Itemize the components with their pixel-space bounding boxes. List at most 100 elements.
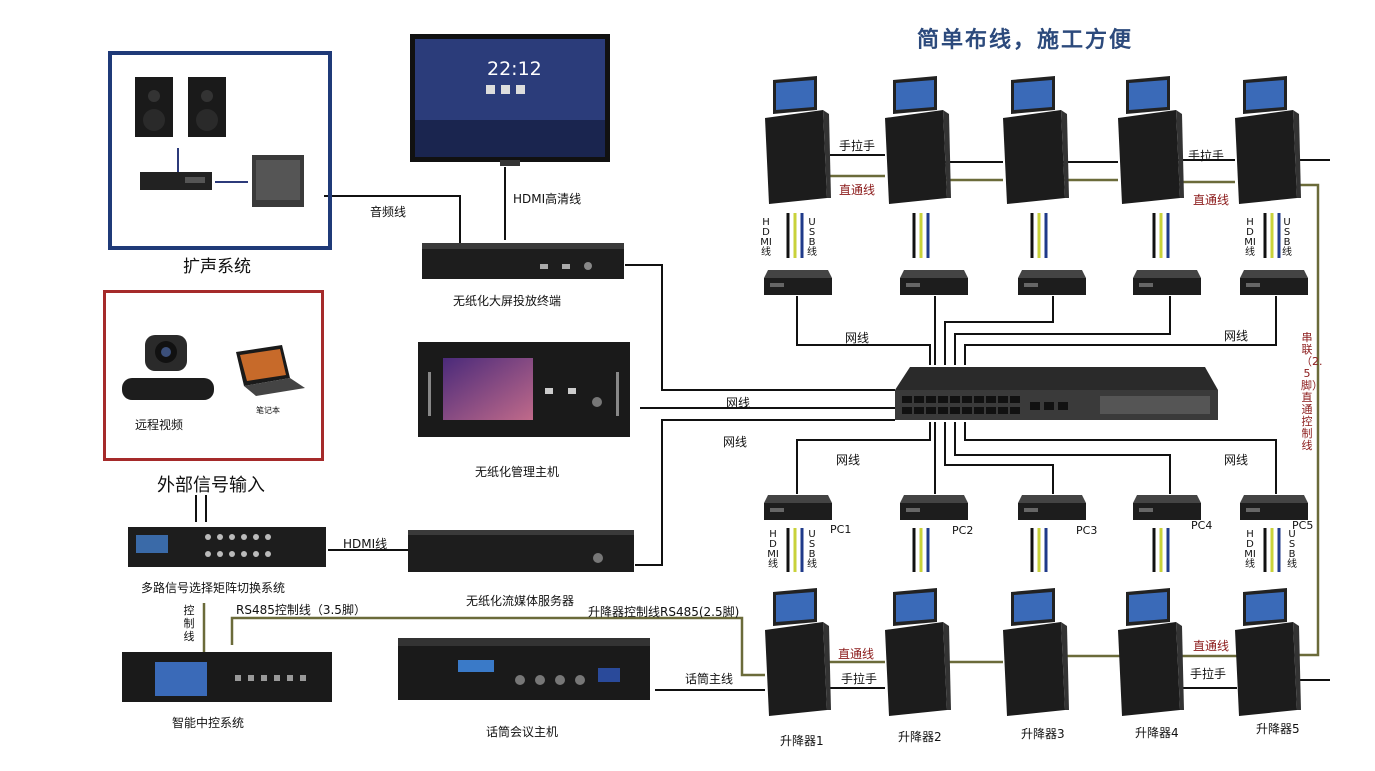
rs485-25-label: 升降器控制线RS485(2.5脚) [588,605,740,619]
lifter-label-3: 升降器3 [1021,727,1065,741]
bottom-hdmi-usb-pairs [786,528,1281,572]
pc-bottom-5 [1240,495,1308,520]
top-pair-4 [1152,213,1170,258]
pc-label-4: PC4 [1191,519,1213,532]
network-label-top-right: 网线 [1224,329,1249,343]
central-control-label: 智能中控系统 [172,716,245,730]
hdmi-hd-cable-label: HDMI高清线 [513,192,582,206]
laptop-icon [236,345,305,396]
lifter-bottom-5 [1235,588,1301,716]
matrix-label: 多路信号选择矩阵切换系统 [141,581,286,595]
hdmi-v-label-bottom-1: HDMI线 [767,529,779,570]
rs485-35-label: RS485控制线（3.5脚） [236,603,366,617]
page-title: 简单布线，施工方便 [916,28,1133,53]
straight-label-bottom-left: 直通线 [838,647,875,661]
lifter-top-4 [1118,76,1184,204]
top-pair-5 [1263,213,1281,258]
usb-v-label-bottom-5: USB线 [1287,529,1297,570]
lifter-bottom-2 [885,588,951,716]
top-pair-1 [786,213,804,258]
pc-top-3 [1018,270,1086,295]
hdmi-v-label-top-1: HDMI线 [760,217,772,258]
pc-top-1 [764,270,832,295]
top-lifters [765,76,1301,204]
media-server-device [408,530,634,572]
camera-icon [122,335,214,400]
rs485-25-cable [230,616,765,677]
usb-v-label-bottom-1: USB线 [807,529,817,570]
top-pc5-switch [964,296,1277,365]
pc-top-2 [900,270,968,295]
straight-label-bottom-right: 直通线 [1193,639,1230,653]
network-label-bottom-left: 网线 [836,453,861,467]
straight-label-top-left: 直通线 [839,183,876,197]
straight-label-top-right: 直通线 [1193,193,1230,207]
serial-control-label: 串联（2.5脚）直通控制线 [1301,331,1323,452]
sound-system-box [108,51,332,250]
external-input-label: 外部信号输入 [157,475,265,496]
bottom-pair-3 [1030,528,1048,572]
audio-cable [324,195,461,248]
lifter-label-2: 升降器2 [898,730,942,744]
pc-bottom-4 [1133,495,1201,520]
manager-host-label: 无纸化管理主机 [475,465,560,479]
terminal-switch-cable [625,264,895,391]
media-server-label: 无纸化流媒体服务器 [466,594,575,608]
hand-in-hand-label-bottom-right: 手拉手 [1190,667,1227,681]
bottom-pair-4 [1152,528,1170,572]
pc-top-4 [1133,270,1201,295]
top-pc4-switch [954,296,1171,365]
network-label-top-left: 网线 [845,331,870,345]
top-pair-3 [1030,213,1048,258]
hdmi-v-label-bottom-5: HDMI线 [1244,529,1256,570]
usb-v-label-top-1: USB线 [807,217,817,258]
bottom-pair-2 [912,528,930,572]
amplifier-icon [140,172,212,190]
hand-in-hand-label-top-left: 手拉手 [839,139,876,153]
serial-control-cable [1297,183,1320,657]
lifter-top-2 [885,76,951,204]
sound-system-label: 扩声系统 [183,257,251,277]
network-switch-device [895,367,1218,420]
lifter-label-4: 升降器4 [1135,726,1179,740]
bottom-pair-1 [786,528,804,572]
pc-label-3: PC3 [1076,524,1098,537]
laptop-label: 笔记本 [256,406,280,415]
bottom-pcs [764,495,1308,520]
bottom-pc1-switch [796,422,931,494]
lifter-label-5: 升降器5 [1256,722,1300,736]
pc-bottom-1 [764,495,832,520]
pc-top-5 [1240,270,1308,295]
network-label-manager: 网线 [726,396,751,410]
lifter-top-5 [1235,76,1301,204]
remote-video-label: 远程视频 [135,418,184,432]
hdmi-v-label-top-5: HDMI线 [1244,217,1256,258]
big-screen-terminal-label: 无纸化大屏投放终端 [453,294,562,308]
audio-cable-label: 音频线 [370,205,407,219]
bottom-lifters [765,588,1301,716]
media-switch-cable [635,419,895,566]
pc-label-5: PC5 [1292,519,1314,532]
top-pc1-switch [796,296,931,365]
speaker-right-icon [188,77,226,137]
manager-host-device [418,342,630,437]
pc-label-1: PC1 [830,523,852,536]
hand-in-hand-label-top-right: 手拉手 [1188,149,1225,163]
control-cable-label: 控制线 [183,604,195,643]
pc-bottom-2 [900,495,968,520]
cables-layer [195,154,1330,691]
pc-label-2: PC2 [952,524,974,537]
usb-v-label-top-5: USB线 [1282,217,1292,258]
network-label-bottom-right: 网线 [1224,453,1249,467]
speaker-left-icon [135,77,173,137]
lifter-bottom-4 [1118,588,1184,716]
mixer-icon [252,155,304,207]
pc-bottom-3 [1018,495,1086,520]
bottom-pc4-switch [954,422,1171,494]
olive-cables-layer [202,174,1320,677]
hand-in-hand-label-bottom-left: 手拉手 [841,672,878,686]
top-pair-2 [912,213,930,258]
mic-host-device [398,638,650,700]
